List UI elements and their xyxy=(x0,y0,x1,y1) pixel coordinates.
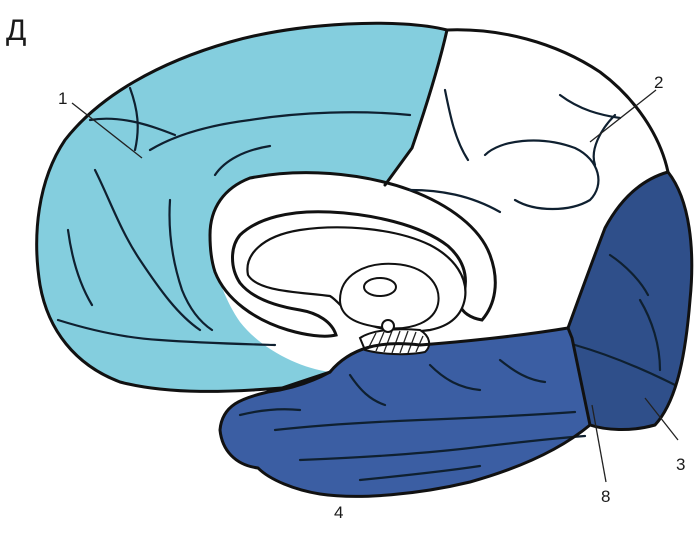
label-2: 2 xyxy=(654,73,663,92)
panel-letter: Д xyxy=(6,14,26,47)
label-3: 3 xyxy=(676,455,685,474)
hypothalamus-hatched xyxy=(360,329,429,354)
label-1: 1 xyxy=(58,89,67,108)
thalamic-nucleus xyxy=(340,264,439,329)
label-8: 8 xyxy=(601,487,610,506)
label-4: 4 xyxy=(334,503,343,522)
mammillary-body xyxy=(382,320,394,332)
interthalamic-adhesion xyxy=(364,278,396,296)
